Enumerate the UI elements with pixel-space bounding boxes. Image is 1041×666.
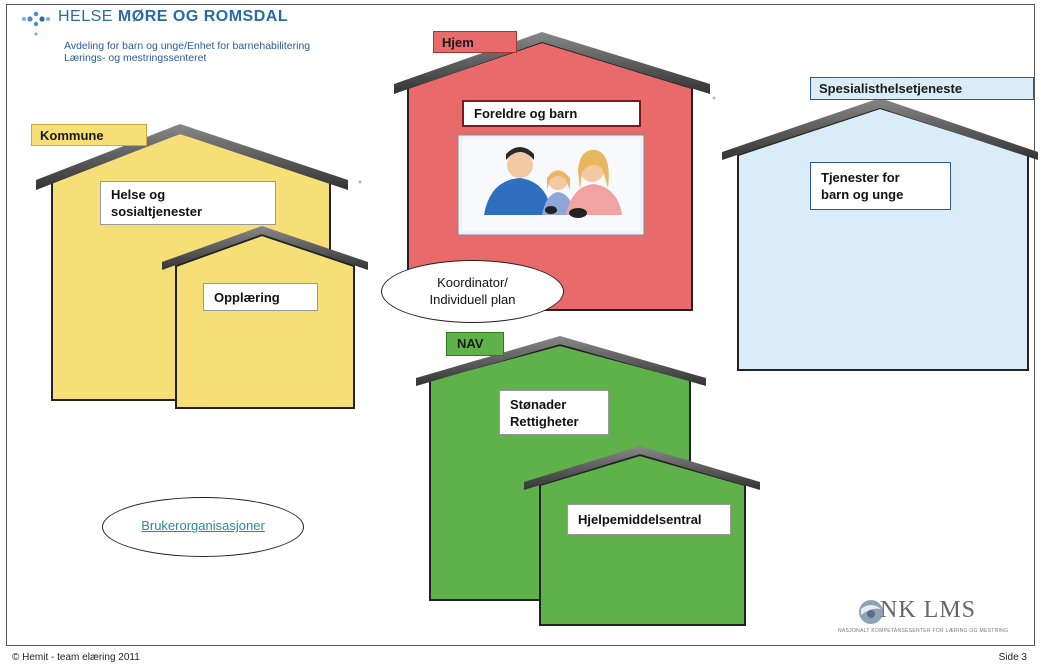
- nk-lms-logo-text: NK LMS: [880, 597, 977, 623]
- helse-logo-icon: [22, 11, 50, 36]
- nk-lms-logo-icon: [859, 600, 883, 624]
- house-spesialist: [722, 98, 1038, 371]
- house-hjelpemiddel: [524, 446, 760, 626]
- label-hjem: Hjem: [433, 31, 517, 53]
- footer-page-number: Side 3: [998, 652, 1027, 663]
- box-stonader: Stønader Rettigheter: [499, 390, 609, 435]
- oval-brukerorganisasjoner[interactable]: Brukerorganisasjoner: [102, 497, 304, 557]
- box-hjelpemiddel: Hjelpemiddelsentral: [567, 504, 731, 535]
- house-opplaering: [162, 226, 368, 409]
- org-subtitle: Avdeling for barn og unge/Enhet for barn…: [64, 40, 311, 64]
- slide-frame: [6, 4, 1035, 646]
- box-foreldre-barn: Foreldre og barn: [462, 100, 641, 127]
- footer-copyright: © Hemit - team elæring 2011: [12, 652, 140, 663]
- oval-koordinator: Koordinator/ Individuell plan: [381, 260, 564, 323]
- box-tjenester-barn: Tjenester for barn og unge: [810, 162, 951, 210]
- box-helse-sosial: Helse og sosialtjenester: [100, 181, 276, 225]
- family-illustration: [457, 134, 645, 236]
- box-opplaering: Opplæring: [203, 283, 318, 311]
- label-kommune: Kommune: [31, 124, 147, 146]
- org-title: HELSE MØRE OG ROMSDAL: [58, 8, 289, 25]
- nk-lms-logo-subtext: NASJONALT KOMPETANSESENTER FOR LÆRING OG…: [838, 628, 1009, 634]
- brukerorganisasjoner-link[interactable]: Brukerorganisasjoner: [141, 518, 265, 533]
- label-nav: NAV: [446, 332, 504, 356]
- label-spesialist: Spesialisthelsetjeneste: [810, 77, 1034, 100]
